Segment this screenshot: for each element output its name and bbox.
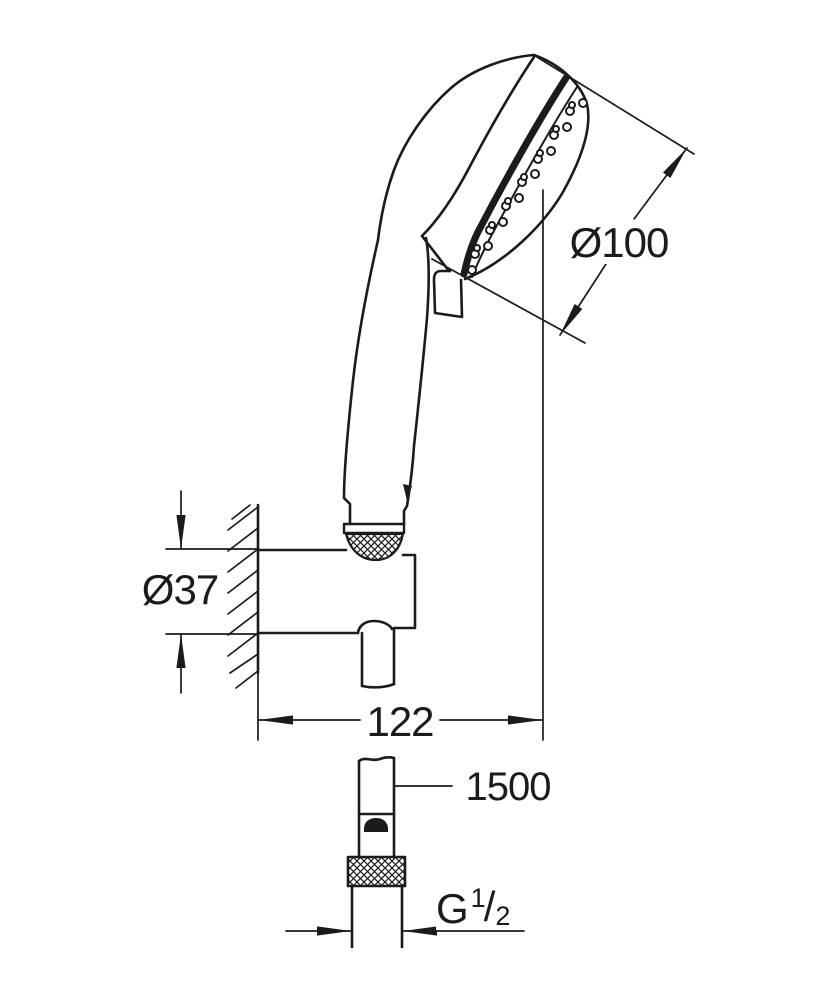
handle-flow-arrow	[403, 484, 412, 501]
head-seam-line	[420, 55, 536, 238]
thread-tube	[350, 884, 404, 949]
dim-head-ext-line-top	[536, 56, 695, 155]
holder-outline	[256, 548, 417, 635]
connector-tube-top	[357, 756, 396, 763]
spray-face-dots	[467, 98, 588, 275]
dim-label-thread: G1/2	[436, 885, 511, 932]
thread-slash: /	[483, 883, 496, 930]
dim-holder-diameter	[165, 490, 259, 694]
dim-projection	[258, 189, 544, 741]
dim-head-line-bottom	[559, 263, 607, 336]
face-rim-thick-line	[460, 74, 570, 278]
holder-cone	[344, 532, 405, 562]
dim-label-hose-length: 1500	[463, 765, 553, 809]
dim-label-holder-diameter: Ø37	[139, 566, 221, 613]
thread-numerator: 1	[470, 883, 486, 913]
dim-head-diameter	[431, 56, 695, 344]
thread-denominator: 2	[495, 901, 511, 931]
connector-tube-sides	[357, 756, 396, 859]
knurled-nut	[346, 855, 407, 888]
eco-mark	[363, 818, 389, 832]
dimensions	[165, 56, 695, 936]
holder-bracket	[256, 532, 417, 689]
dim-head-line-top	[633, 147, 688, 220]
hose-outlet-tube	[360, 626, 396, 689]
handle-left-edge	[342, 238, 380, 526]
handle-collar	[342, 522, 406, 535]
handle	[342, 236, 431, 535]
handle-right-edge	[402, 236, 431, 526]
hatch-strokes	[227, 504, 259, 689]
head-back-arc	[376, 53, 536, 242]
hose-connector	[346, 756, 407, 949]
shower-head	[376, 53, 590, 319]
thread-letter: G	[436, 885, 469, 932]
dim-head-ext-line-bottom	[431, 258, 586, 344]
dim-label-wall-projection: 122	[364, 698, 436, 745]
face-inner-thin-line	[471, 86, 578, 278]
wall-hatching	[227, 503, 260, 741]
mode-button	[432, 269, 464, 319]
dim-label-head-diameter: Ø100	[567, 219, 671, 266]
